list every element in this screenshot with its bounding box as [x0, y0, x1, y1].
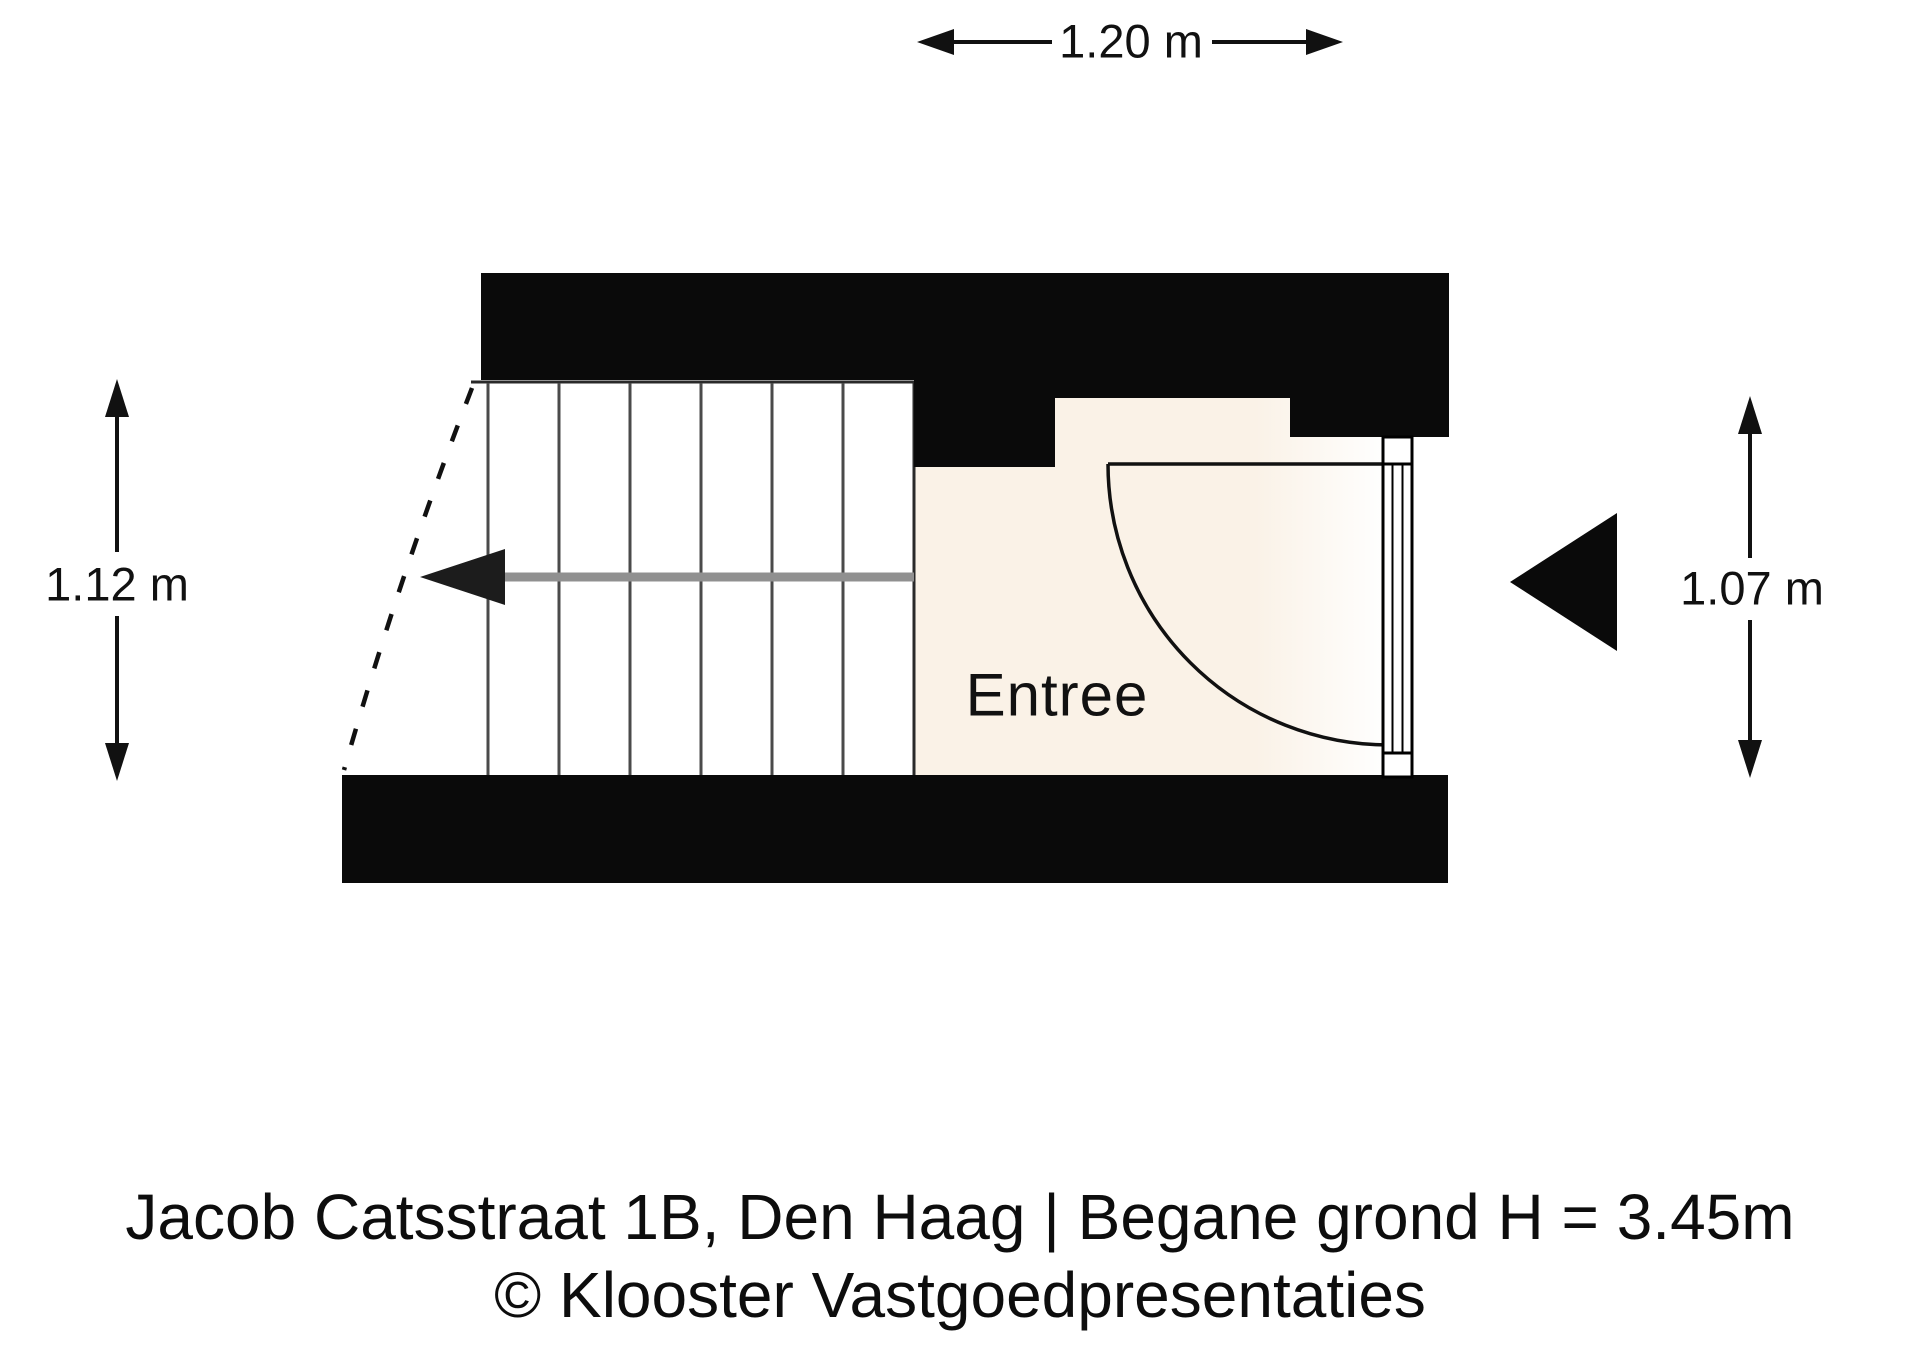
entrance-arrow-icon [1510, 513, 1617, 651]
front-door [1106, 435, 1414, 779]
bottom-wall [342, 775, 1448, 883]
dimension-top-arrows [917, 29, 1343, 55]
staircase [341, 380, 916, 775]
footer-address: Jacob Catsstraat 1B, Den Haag | Begane g… [125, 1181, 1795, 1253]
dimension-left-label: 1.12 m [45, 557, 189, 611]
door-swing-arc [1106, 463, 1390, 747]
stair-cut-dashed-line [341, 387, 475, 771]
dimension-top-label: 1.20 m [1059, 14, 1203, 68]
dimension-right-arrows [1738, 396, 1762, 778]
top-wall [481, 273, 1449, 467]
stair-direction-arrow-icon [420, 549, 914, 605]
entree-floor-fade [1255, 398, 1383, 775]
door-frame [1381, 435, 1414, 779]
dimension-right-label: 1.07 m [1680, 561, 1824, 615]
footer-credit: © Klooster Vastgoedpresentaties [494, 1259, 1426, 1331]
dimension-left-arrows [105, 379, 129, 781]
room-label-entree: Entree [965, 661, 1149, 729]
